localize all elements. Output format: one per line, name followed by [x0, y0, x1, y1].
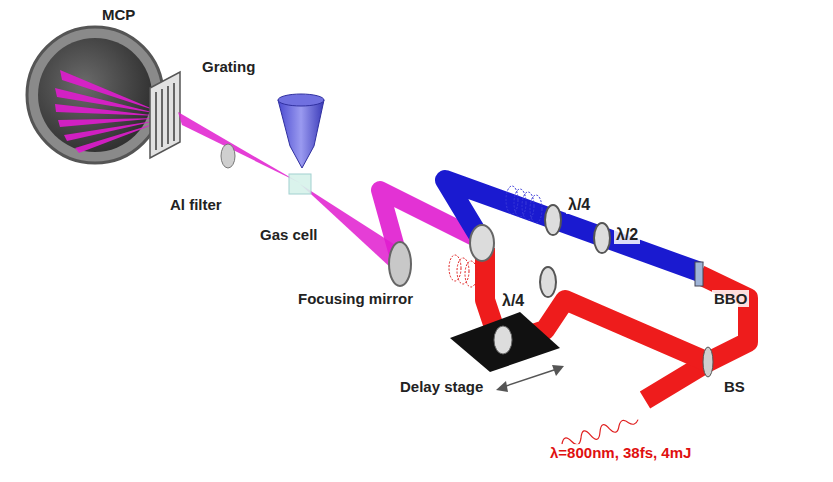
component-label: Focusing mirror	[296, 290, 415, 307]
component-label: λ/4	[500, 292, 526, 310]
component-label: BS	[722, 378, 747, 395]
component-label: BBO	[712, 290, 749, 307]
component-label: λ/4	[566, 196, 592, 214]
component-label: Grating	[200, 58, 257, 75]
component-label: MCP	[100, 6, 137, 23]
component-label: Al filter	[168, 196, 224, 213]
component-label: Delay stage	[398, 378, 485, 395]
component-label: λ/2	[614, 226, 640, 244]
component-label: λ=800nm, 38fs, 4mJ	[548, 444, 693, 461]
component-label: Gas cell	[258, 226, 320, 243]
